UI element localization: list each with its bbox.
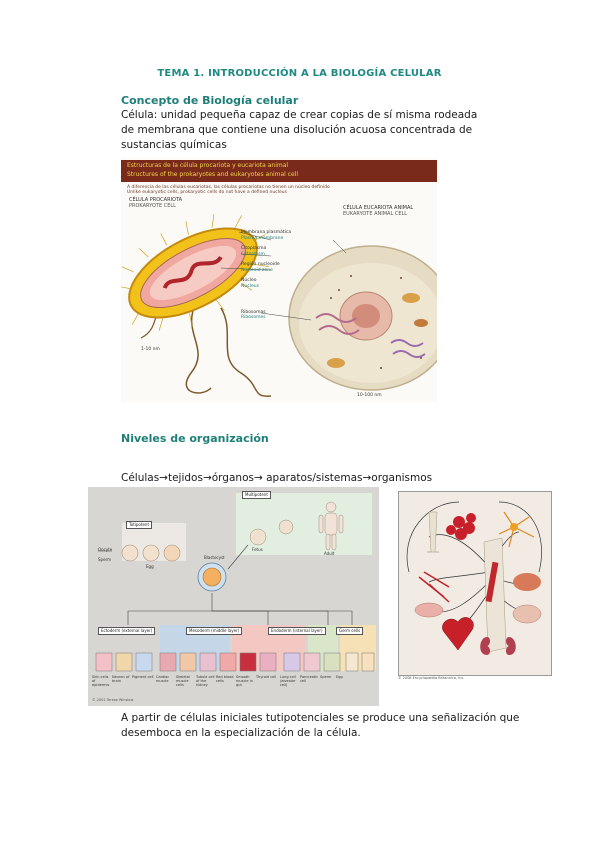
kidney-right [506,637,516,655]
bone-small [427,511,439,553]
cell-type-label: Lung cell (alveolar cell) [280,675,296,687]
adult-figure [318,501,344,551]
organization-chain-text: Células→tejidos→órganos→ aparatos/sistem… [121,472,433,484]
figure-subtitle-es: A diferencia de las células eucariotas, … [127,185,330,190]
flagellum-2 [220,307,272,397]
scale-prokaryote: 1-10 nm [141,347,160,352]
fetus-label: Fetus [252,547,263,552]
long-bone [483,537,507,653]
cell-type-label: Cardiac muscle [156,675,170,683]
label-ribosomes-en: Ribosomes [241,315,266,320]
figure-cell-differentiation: Multipotent Totipotent Ectoderm (externa… [88,487,379,706]
vessels [418,571,450,603]
cell-type-label: Red blood cells [216,675,234,683]
banner-title-es: Estructuras de la célula procariota y eu… [127,162,289,169]
eukaryote-label-es: CÉLULA EUCARIOTA ANIMAL [343,205,414,211]
muscle [414,602,444,618]
scale-eukaryote: 10-100 nm [357,393,382,398]
figure1-labels: Membrana plasmática Plasma membrane Cito… [241,230,331,294]
eukaryote-label-en: EUKARYOTE ANIMAL CELL [343,211,408,217]
label-nucleoid-es: Región nucleoide [241,262,280,267]
multipotent-tag: Multipotent [242,491,271,499]
totipotent-tag: Totipotent [126,521,153,529]
eukaryote-cell [288,245,437,391]
liver [513,573,541,591]
page-title: TEMA 1. INTRODUCCIÓN A LA BIOLOGÍA CELUL… [157,68,442,79]
figure3-credit: © 2008 Encyclopædia Britannica, Inc. [398,676,465,680]
cell-illustration [121,214,437,397]
heart [442,617,474,651]
prokaryote-label-en: PROKARYOTE CELL [129,203,176,209]
organ [512,604,542,624]
figure-cell-structures: Estructuras de la célula procariota y eu… [121,158,437,402]
label-cytoplasm-es: Citoplasma [241,246,267,251]
figure2-credit: © 2001 Terese Winslow [92,698,134,702]
blastocyst-label: Blastocyst [204,555,225,560]
signalling-text: A partir de células iniciales tutipotenc… [121,712,520,739]
adult-label: Adult [324,551,335,556]
cell-type-label: Skin cells of epidermis [92,675,110,687]
ectoderm-tag: Ectoderm (external layer) [98,627,156,635]
kidney-left [480,637,490,655]
leader-lines [220,231,347,321]
figure1-ribosome-labels: Ribosomas Ribosomes [241,310,311,320]
cell-type-label: Smooth muscle in gut [236,675,253,687]
prokaryote-label-es: CÉLULA PROCARIOTA [129,197,183,203]
label-plasma-membrane-es: Membrana plasmática [241,230,292,235]
egg-label: Egg [146,564,154,569]
cell-type-label: Tubule cell of the kidney [196,675,215,687]
cell-type-label: Thyroid cell [256,675,277,679]
cell-type-labels: Skin cells of epidermis Neuron of brain … [92,675,378,687]
figure-subtitle-en: Unlike eukaryotic cells, prokaryotic cel… [127,190,287,195]
organ-illustration [406,501,542,655]
cell-type-label: Pancreatic cell [300,675,319,683]
figure-banner: Estructuras de la célula procariota y eu… [121,160,437,182]
cell-definition-text: Célula: unidad pequeña capaz de crear co… [121,109,478,151]
section-heading-levels: Niveles de organización [121,432,269,445]
oocyte-label: Oocyte [98,547,113,552]
label-plasma-membrane-en: Plasma membrane [241,236,284,241]
label-ribosomes-es: Ribosomas [241,310,266,315]
figure-organ-signalling [398,491,552,676]
blood-cluster [446,513,476,540]
label-nucleoid-en: Nucleoid zone [241,268,273,273]
sperm-label: Sperm [98,557,112,562]
mesoderm-tag: Mesoderm (middle layer) [186,627,243,635]
prokaryote-cell [121,214,269,331]
cell-type-label: Pigment cell [132,675,154,679]
section-heading-concept: Concepto de Biología celular [121,94,299,107]
differentiation-illustration [95,501,375,672]
label-nucleus-en: Nucleus [241,284,259,289]
cell-type-label: Egg [336,675,343,679]
label-cytoplasm-en: Cytoplasm [241,252,265,257]
banner-title-en: Structures of the prokaryotes and eukary… [127,171,299,178]
germ-cells-tag: Germ cells [336,627,364,635]
endoderm-tag: Endoderm (internal layer) [268,627,326,635]
cell-type-label: Skeletal muscle cells [176,675,190,687]
cell-type-label: Neuron of brain [112,675,130,683]
label-nucleus-es: Núcleo [241,278,257,283]
cell-type-label: Sperm [320,675,332,679]
cell-type-tiles [95,652,375,672]
